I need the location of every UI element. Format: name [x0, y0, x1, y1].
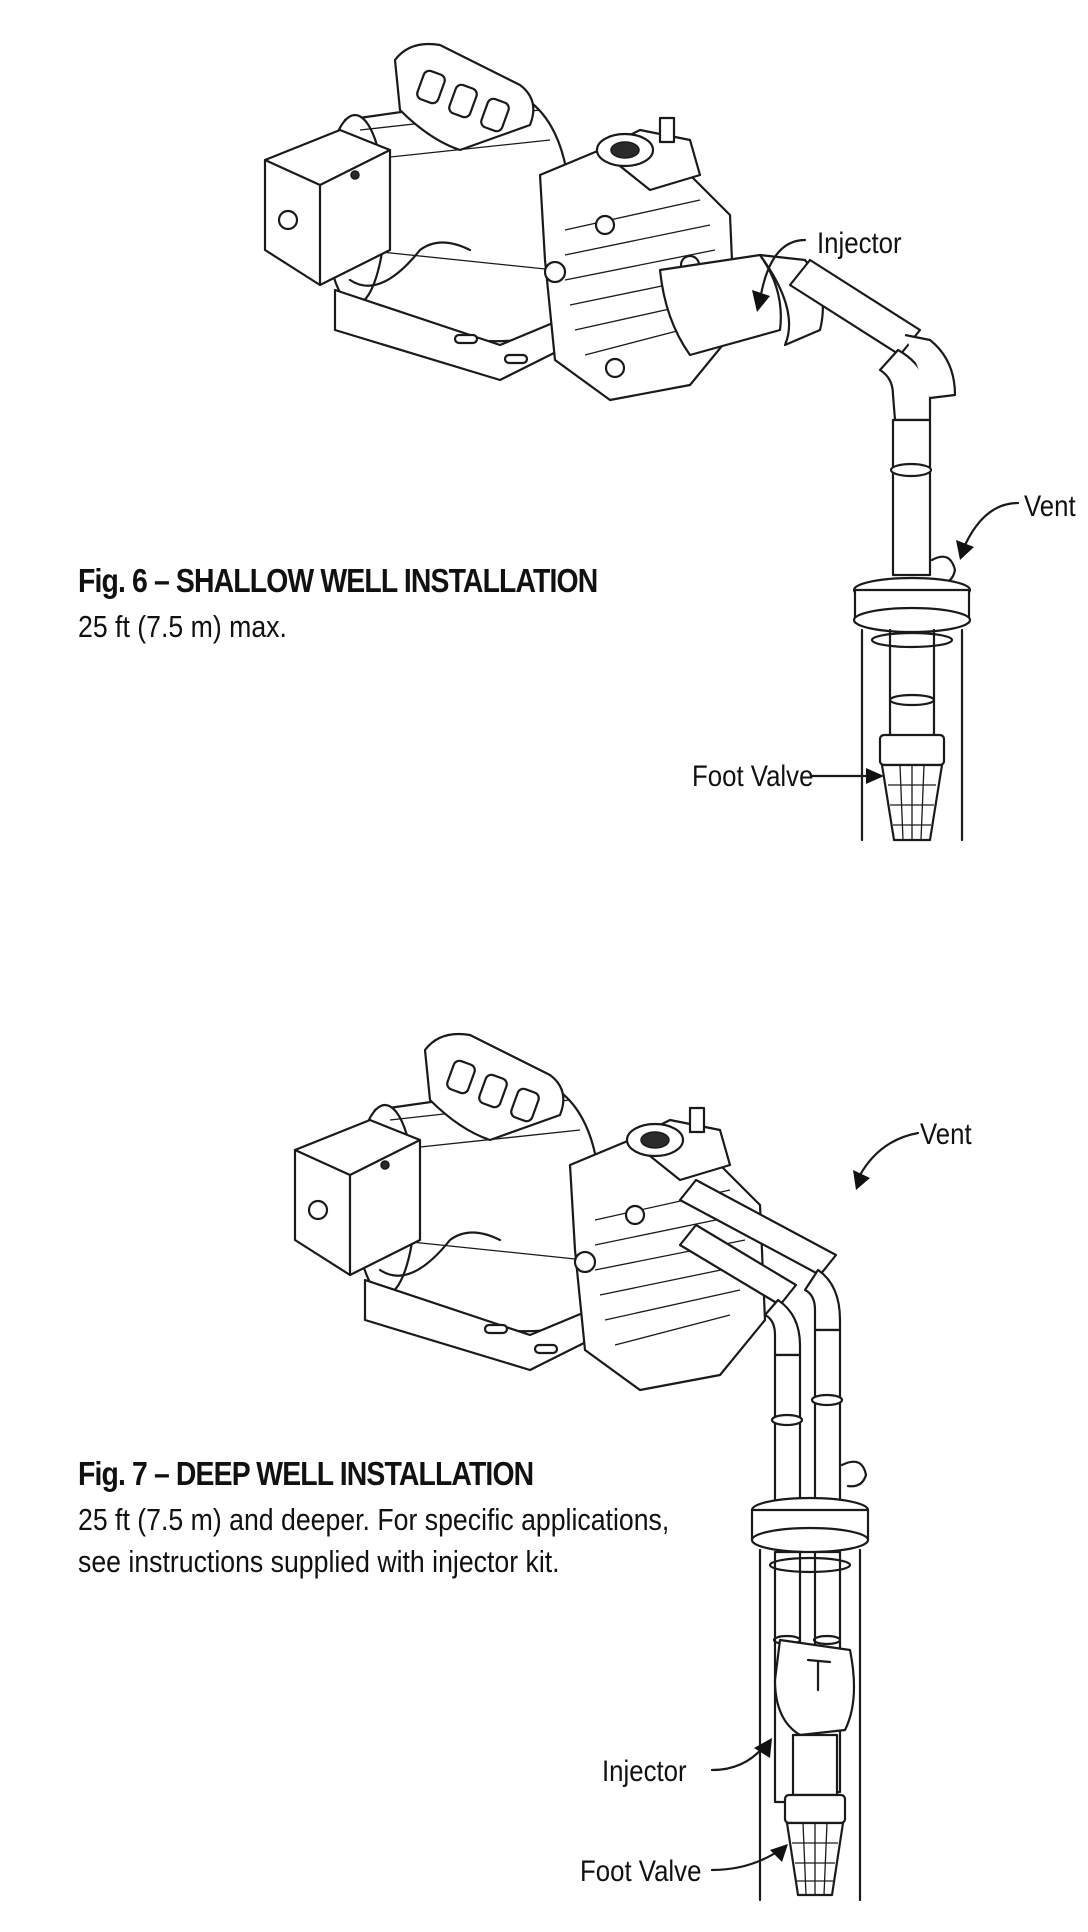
vent-arrow-icon [956, 540, 974, 560]
foot-valve [878, 733, 946, 842]
injector-arrow-icon [754, 1738, 772, 1758]
shallow-well-pump-drawing [263, 42, 1020, 842]
vent-leader-line [963, 501, 1020, 547]
figure-caption: Fig. 7 – DEEP WELL INSTALLATION 25 ft (7… [78, 1455, 766, 1583]
injector-arrow-icon [752, 290, 770, 312]
injector-label: Injector [602, 1755, 687, 1788]
vent-arrow-icon [853, 1170, 870, 1190]
vent-label: Vent [920, 1118, 972, 1151]
injector [658, 253, 824, 357]
motor-terminal-cover [393, 42, 535, 152]
motor-terminal-cover [423, 1032, 565, 1142]
suction-pipe [788, 258, 957, 577]
pressure-switch [293, 1118, 422, 1277]
vent-label: Vent [1024, 490, 1076, 523]
well-casing [852, 576, 972, 842]
figure-deep-well: Vent Injector Foot Valve Fig. 7 – DEEP W… [0, 1000, 1088, 1932]
figure-description-line-2: see instructions supplied with injector … [78, 1544, 560, 1579]
pressure-switch [263, 128, 392, 287]
foot-valve-arrow-icon [770, 1844, 788, 1862]
deep-well-pump-drawing [293, 1032, 920, 1902]
deep-well-injector [773, 1638, 856, 1797]
figure-description-line-1: 25 ft (7.5 m) and deeper. For specific a… [78, 1502, 670, 1537]
twin-pipes [678, 1178, 844, 1512]
foot-valve-label: Foot Valve [580, 1855, 702, 1888]
figure-shallow-well: Injector Vent Foot Valve Fig. 6 – SHALLO… [0, 0, 1088, 900]
foot-valve-leader-line [710, 1848, 782, 1872]
vent [840, 1460, 868, 1488]
pressure-tube [378, 1231, 502, 1277]
pressure-tube [348, 241, 472, 287]
figure-title: Fig. 7 – DEEP WELL INSTALLATION [78, 1455, 534, 1492]
pump-casing [538, 116, 737, 402]
figure-title: Fig. 6 – SHALLOW WELL INSTALLATION [78, 562, 598, 599]
injector-leader-line [758, 238, 807, 302]
vent-leader-line [858, 1131, 920, 1177]
foot-valve [783, 1793, 847, 1897]
injector-label: Injector [817, 227, 902, 260]
figure-caption: Fig. 6 – SHALLOW WELL INSTALLATION 25 ft… [78, 562, 682, 648]
figure-description: 25 ft (7.5 m) max. [78, 609, 287, 644]
foot-valve-arrow-icon [866, 768, 884, 784]
foot-valve-label: Foot Valve [692, 760, 814, 793]
